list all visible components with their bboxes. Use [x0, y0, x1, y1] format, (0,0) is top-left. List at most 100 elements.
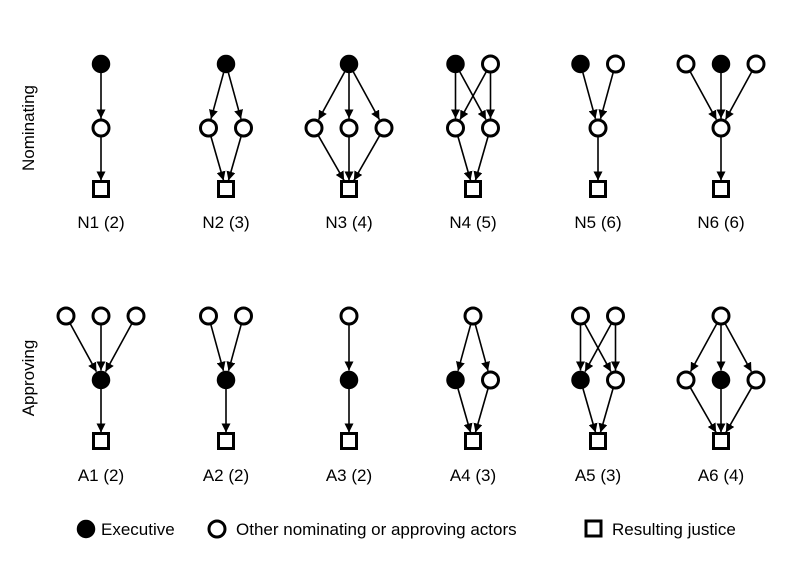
other-actor-node — [234, 118, 253, 138]
other-actor-node — [199, 118, 218, 138]
row-label-nominating: Nominating — [19, 85, 38, 171]
other-actor-node — [606, 306, 625, 326]
executive-node — [339, 370, 359, 390]
other-actor-node — [339, 118, 359, 138]
edge-arrow — [209, 72, 225, 120]
graph-label: N4 (5) — [449, 213, 496, 232]
graph-approving-4: A4 (3) — [446, 306, 500, 485]
executive-node — [446, 370, 465, 390]
graph-label: N2 (3) — [202, 213, 249, 232]
edge-arrow — [582, 388, 598, 433]
other-actor-node — [606, 54, 625, 74]
graph-approving-2: A2 (2) — [199, 306, 253, 485]
legend-justice-label: Resulting justice — [612, 520, 736, 539]
graph-nominating-3: N3 (4) — [304, 54, 394, 232]
edge-arrow — [353, 135, 381, 181]
graph-label: A5 (3) — [575, 466, 621, 485]
edge-arrow — [598, 388, 614, 433]
justice-node — [340, 432, 358, 450]
edge-arrow — [582, 72, 598, 120]
executive-node — [91, 54, 111, 74]
graph-label: N1 (2) — [77, 213, 124, 232]
other-actor-node — [746, 370, 766, 390]
edge-arrow — [473, 388, 489, 433]
edge-arrow — [584, 323, 612, 373]
other-actor-node — [676, 54, 696, 74]
legend: Executive Other nominating or approving … — [76, 519, 736, 539]
graph-nominating-2: N2 (3) — [199, 54, 253, 232]
graph-label: A2 (2) — [203, 466, 249, 485]
graph-label: A4 (3) — [450, 466, 496, 485]
legend-other-actor-label: Other nominating or approving actors — [236, 520, 517, 539]
justice-node — [712, 180, 730, 198]
other-actor-node — [91, 118, 111, 138]
graph-approving-3: A3 (2) — [326, 306, 372, 485]
graph-label: N5 (6) — [574, 213, 621, 232]
edge-arrow — [210, 324, 226, 372]
other-actor-node — [234, 306, 253, 326]
other-actor-node — [588, 118, 608, 138]
graph-label: A3 (2) — [326, 466, 372, 485]
graph-approving-1: A1 (2) — [56, 306, 146, 485]
graph-nominating-1: N1 (2) — [77, 54, 125, 232]
justice-node — [464, 180, 482, 198]
other-actor-node — [481, 370, 500, 390]
edge-arrow — [227, 72, 243, 120]
justice-node — [217, 180, 235, 198]
graph-label: N3 (4) — [325, 213, 372, 232]
other-actor-node — [374, 118, 394, 138]
edge-arrow — [317, 71, 346, 121]
graph-nominating-6: N6 (6) — [676, 54, 766, 232]
other-actor-node — [446, 118, 465, 138]
legend-executive-icon — [76, 519, 96, 539]
edge-arrow — [725, 387, 753, 433]
other-actor-node — [91, 306, 111, 326]
legend-executive-label: Executive — [101, 520, 175, 539]
executive-node — [216, 370, 236, 390]
edge-arrow — [317, 135, 345, 181]
other-actor-node — [56, 306, 76, 326]
other-actor-node — [126, 306, 146, 326]
executive-node — [216, 54, 236, 74]
other-actor-node — [606, 370, 625, 390]
executive-node — [711, 370, 731, 390]
edge-arrow — [689, 71, 718, 121]
edge-arrow — [457, 136, 473, 181]
executive-node — [339, 54, 359, 74]
edge-arrow — [352, 71, 381, 121]
edge-arrow — [459, 71, 487, 121]
edge-arrow — [724, 71, 753, 121]
edge-arrow — [689, 387, 717, 433]
other-actor-node — [481, 118, 500, 138]
other-actor-node — [481, 54, 500, 74]
graph-approving-6: A6 (4) — [676, 306, 766, 485]
other-actor-node — [711, 306, 731, 326]
edge-arrow — [689, 323, 718, 373]
edge-arrow — [210, 136, 226, 181]
edge-arrow — [724, 323, 753, 373]
justice-node — [589, 432, 607, 450]
justice-node — [92, 180, 110, 198]
legend-justice-icon — [584, 519, 603, 538]
graph-approving-5: A5 (3) — [571, 306, 625, 485]
executive-node — [571, 54, 590, 74]
edge-arrow — [226, 324, 242, 372]
justice-node — [92, 432, 110, 450]
graph-nominating-5: N5 (6) — [571, 54, 625, 232]
edge-arrow — [456, 324, 472, 372]
graphs-layer: N1 (2) N2 (3) N3 (4) N4 (5) N5 (6) N6 (6) A1 (… — [56, 54, 766, 485]
legend-other-actor-icon — [207, 519, 227, 539]
edge-arrow — [457, 388, 473, 433]
graph-label: A6 (4) — [698, 466, 744, 485]
graph-label: N6 (6) — [697, 213, 744, 232]
other-actor-node — [304, 118, 324, 138]
executive-node — [446, 54, 465, 74]
edge-arrow — [104, 323, 133, 373]
row-label-approving: Approving — [19, 340, 38, 417]
executive-node — [711, 54, 731, 74]
other-actor-node — [676, 370, 696, 390]
other-actor-node — [463, 306, 483, 326]
justice-node — [589, 180, 607, 198]
